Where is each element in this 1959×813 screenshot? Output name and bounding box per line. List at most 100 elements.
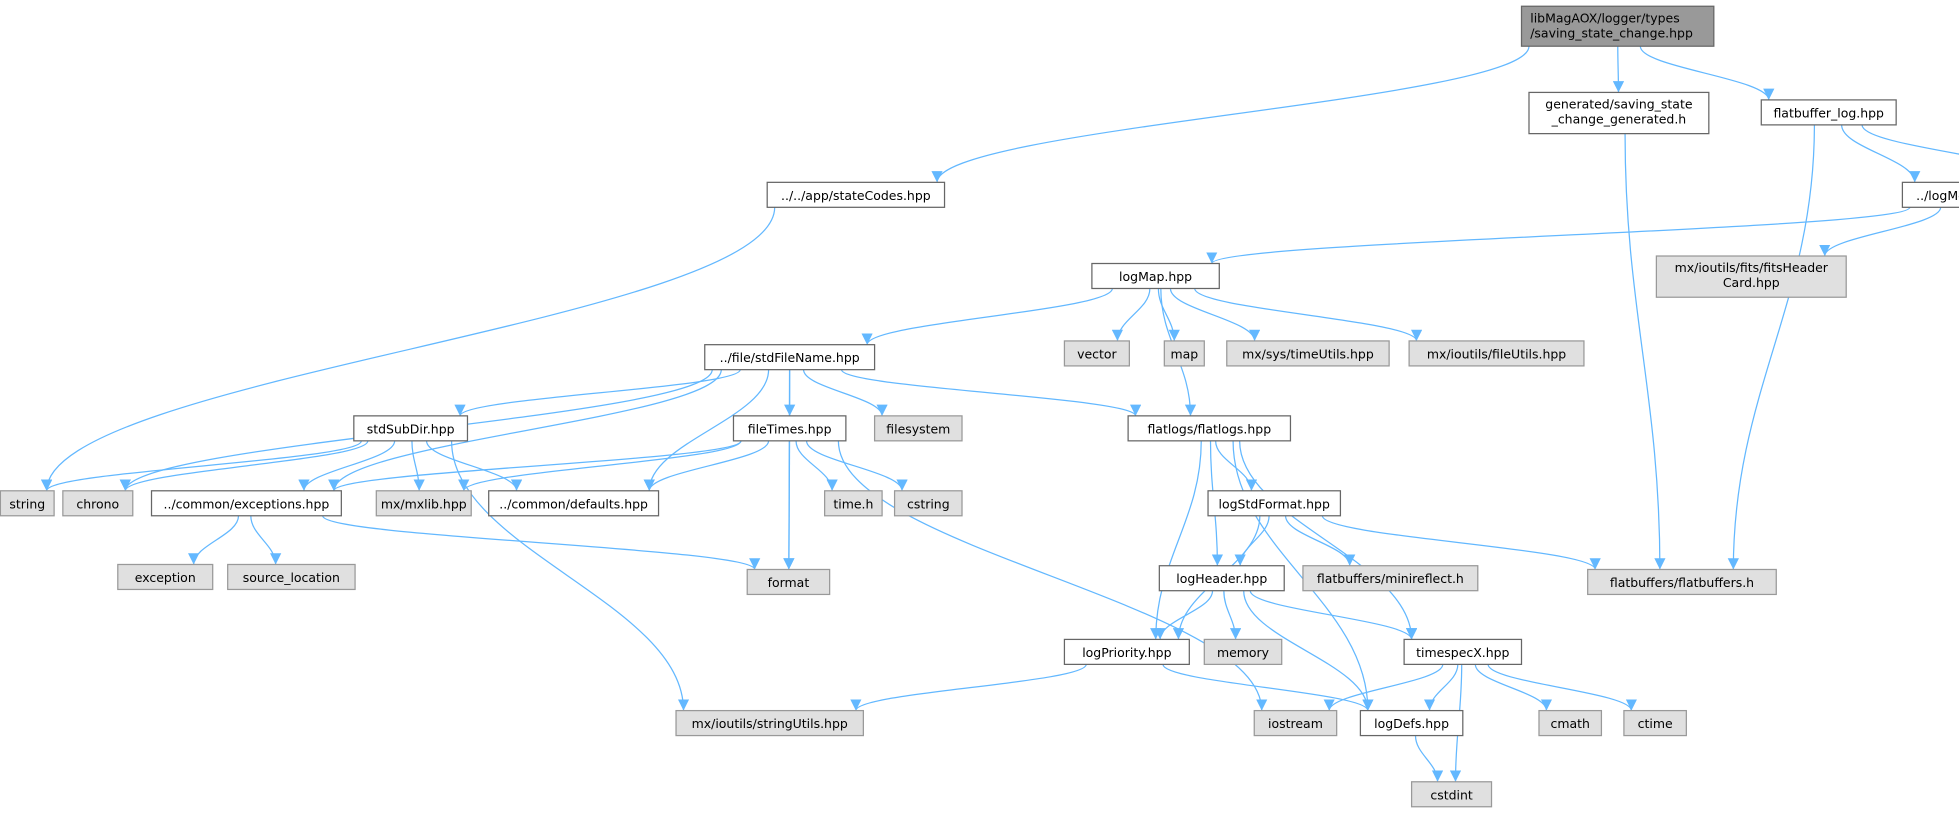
- node-box: [1760, 99, 1897, 126]
- node-flatlogs[interactable]: flatlogs/flatlogs.hpp: [1127, 415, 1292, 442]
- node-label: filesystem: [886, 421, 950, 436]
- node-label: map: [1170, 346, 1198, 361]
- node-box: [1127, 415, 1292, 442]
- node-box: [1901, 181, 1959, 208]
- edge-logMap-to-timeUtils: [1169, 288, 1261, 342]
- node-logDefs[interactable]: logDefs.hpp: [1359, 709, 1464, 737]
- node-box: [1520, 5, 1715, 47]
- node-label: cmath: [1550, 716, 1589, 731]
- node-label: _change_generated.h: [1551, 112, 1687, 127]
- edge-flatbuffer_log-to-flatbuffers: [1727, 124, 1816, 570]
- node-filesystem[interactable]: filesystem: [873, 415, 963, 442]
- edge-timespecX-to-logDefs: [1423, 664, 1459, 711]
- node-box: [1403, 638, 1523, 666]
- node-box: [1063, 638, 1190, 666]
- node-minireflect[interactable]: flatbuffers/minireflect.h: [1302, 565, 1479, 592]
- edge-logMap-to-vector: [1111, 288, 1151, 341]
- node-logMeta[interactable]: ../logMeta.hpp: [1901, 181, 1959, 208]
- edge-stdFileName-to-filesystem: [802, 369, 888, 417]
- edge-logPriority-to-stringUtils: [850, 664, 1087, 711]
- node-label: flatbuffers/minireflect.h: [1317, 571, 1464, 586]
- node-source_location[interactable]: source_location: [227, 563, 356, 591]
- node-iostream[interactable]: iostream: [1253, 709, 1338, 737]
- node-box: [893, 490, 963, 517]
- node-flatbuffers[interactable]: flatbuffers/flatbuffers.h: [1587, 568, 1777, 596]
- node-label: mx/mxlib.hpp: [381, 496, 467, 511]
- nodes: libMagAOX/logger/types/saving_state_chan…: [0, 5, 1959, 808]
- node-label: time.h: [833, 496, 873, 511]
- edge-flatlogs-to-logPriority: [1150, 440, 1202, 640]
- node-box: [1253, 709, 1338, 737]
- node-label: iostream: [1268, 716, 1323, 731]
- node-stdFileName[interactable]: ../file/stdFileName.hpp: [704, 344, 876, 371]
- node-fileTimes[interactable]: fileTimes.hpp: [732, 415, 847, 442]
- node-map[interactable]: map: [1163, 340, 1205, 367]
- edge-root-to-stateCodes: [931, 46, 1530, 183]
- node-box: [1226, 340, 1390, 367]
- node-cmath[interactable]: cmath: [1538, 709, 1603, 737]
- node-mxlib[interactable]: mx/mxlib.hpp: [375, 490, 472, 517]
- node-box: [1587, 568, 1777, 596]
- node-generated[interactable]: generated/saving_state_change_generated.…: [1528, 91, 1710, 135]
- node-label: ctime: [1638, 716, 1673, 731]
- node-box: [488, 490, 660, 517]
- node-string[interactable]: string: [0, 490, 55, 517]
- node-label: logPriority.hpp: [1082, 645, 1171, 660]
- node-box: [704, 344, 876, 371]
- node-box: [1203, 638, 1283, 666]
- node-stateCodes[interactable]: ../../app/stateCodes.hpp: [766, 181, 946, 208]
- node-logStdFormat[interactable]: logStdFormat.hpp: [1207, 490, 1342, 517]
- node-cstdint[interactable]: cstdint: [1410, 781, 1493, 808]
- node-box: [0, 490, 55, 517]
- edge-logDefs-to-cstdint: [1414, 735, 1444, 782]
- edge-flatlogs-to-timespecX: [1239, 440, 1418, 640]
- edge-fileTimes-to-timeh: [795, 440, 838, 491]
- edge-generated-to-flatbuffers: [1624, 133, 1666, 570]
- node-label: flatbuffer_log.hpp: [1773, 105, 1884, 120]
- edge-exceptions-to-source_location: [250, 515, 282, 565]
- edge-stdSubDir-to-mxlib: [411, 440, 425, 491]
- node-memory[interactable]: memory: [1203, 638, 1283, 666]
- node-cstring[interactable]: cstring: [893, 490, 963, 517]
- node-fileUtils[interactable]: mx/ioutils/fileUtils.hpp: [1408, 340, 1585, 367]
- node-box: [1359, 709, 1464, 737]
- edge-root-to-generated: [1612, 46, 1625, 93]
- node-vector[interactable]: vector: [1063, 340, 1130, 367]
- node-exception[interactable]: exception: [117, 563, 214, 591]
- node-defaults[interactable]: ../common/defaults.hpp: [488, 490, 660, 517]
- edge-timespecX-to-iostream: [1323, 664, 1444, 711]
- node-label: mx/sys/timeUtils.hpp: [1242, 346, 1374, 361]
- node-chrono[interactable]: chrono: [62, 490, 134, 517]
- node-flatbuffer_log[interactable]: flatbuffer_log.hpp: [1760, 99, 1897, 126]
- node-box: [1623, 709, 1687, 737]
- node-logPriority[interactable]: logPriority.hpp: [1063, 638, 1190, 666]
- node-timeUtils[interactable]: mx/sys/timeUtils.hpp: [1226, 340, 1390, 367]
- node-ctime[interactable]: ctime: [1623, 709, 1687, 737]
- node-stdSubDir[interactable]: stdSubDir.hpp: [353, 415, 469, 442]
- node-label: format: [768, 575, 810, 590]
- node-label: ../../app/stateCodes.hpp: [781, 188, 931, 203]
- node-box: [766, 181, 946, 208]
- edge-exceptions-to-exception: [188, 515, 240, 565]
- edge-root-to-flatbuffer_log: [1639, 46, 1775, 101]
- edge-logMap-to-map: [1157, 288, 1180, 341]
- node-stringUtils[interactable]: mx/ioutils/stringUtils.hpp: [675, 709, 864, 737]
- node-label: logMap.hpp: [1119, 269, 1192, 284]
- edge-flatbuffer_log-to-logMeta: [1840, 124, 1921, 183]
- node-label: exception: [135, 570, 196, 585]
- node-box: [375, 490, 472, 517]
- edge-fileTimes-to-cstring: [805, 440, 908, 491]
- node-logHeader[interactable]: logHeader.hpp: [1158, 565, 1285, 592]
- node-label: timespecX.hpp: [1416, 645, 1509, 660]
- node-label: mx/ioutils/fits/fitsHeader: [1675, 260, 1829, 275]
- edge-fileTimes-to-exceptions: [328, 440, 742, 492]
- node-logMap[interactable]: logMap.hpp: [1091, 262, 1220, 290]
- node-timespecX[interactable]: timespecX.hpp: [1403, 638, 1523, 666]
- node-label: vector: [1077, 346, 1117, 361]
- node-format[interactable]: format: [746, 568, 831, 596]
- node-timeh[interactable]: time.h: [824, 490, 883, 517]
- node-label: chrono: [76, 496, 119, 511]
- node-exceptions[interactable]: ../common/exceptions.hpp: [150, 490, 342, 517]
- edge-logStdFormat-to-logHeader: [1234, 515, 1270, 566]
